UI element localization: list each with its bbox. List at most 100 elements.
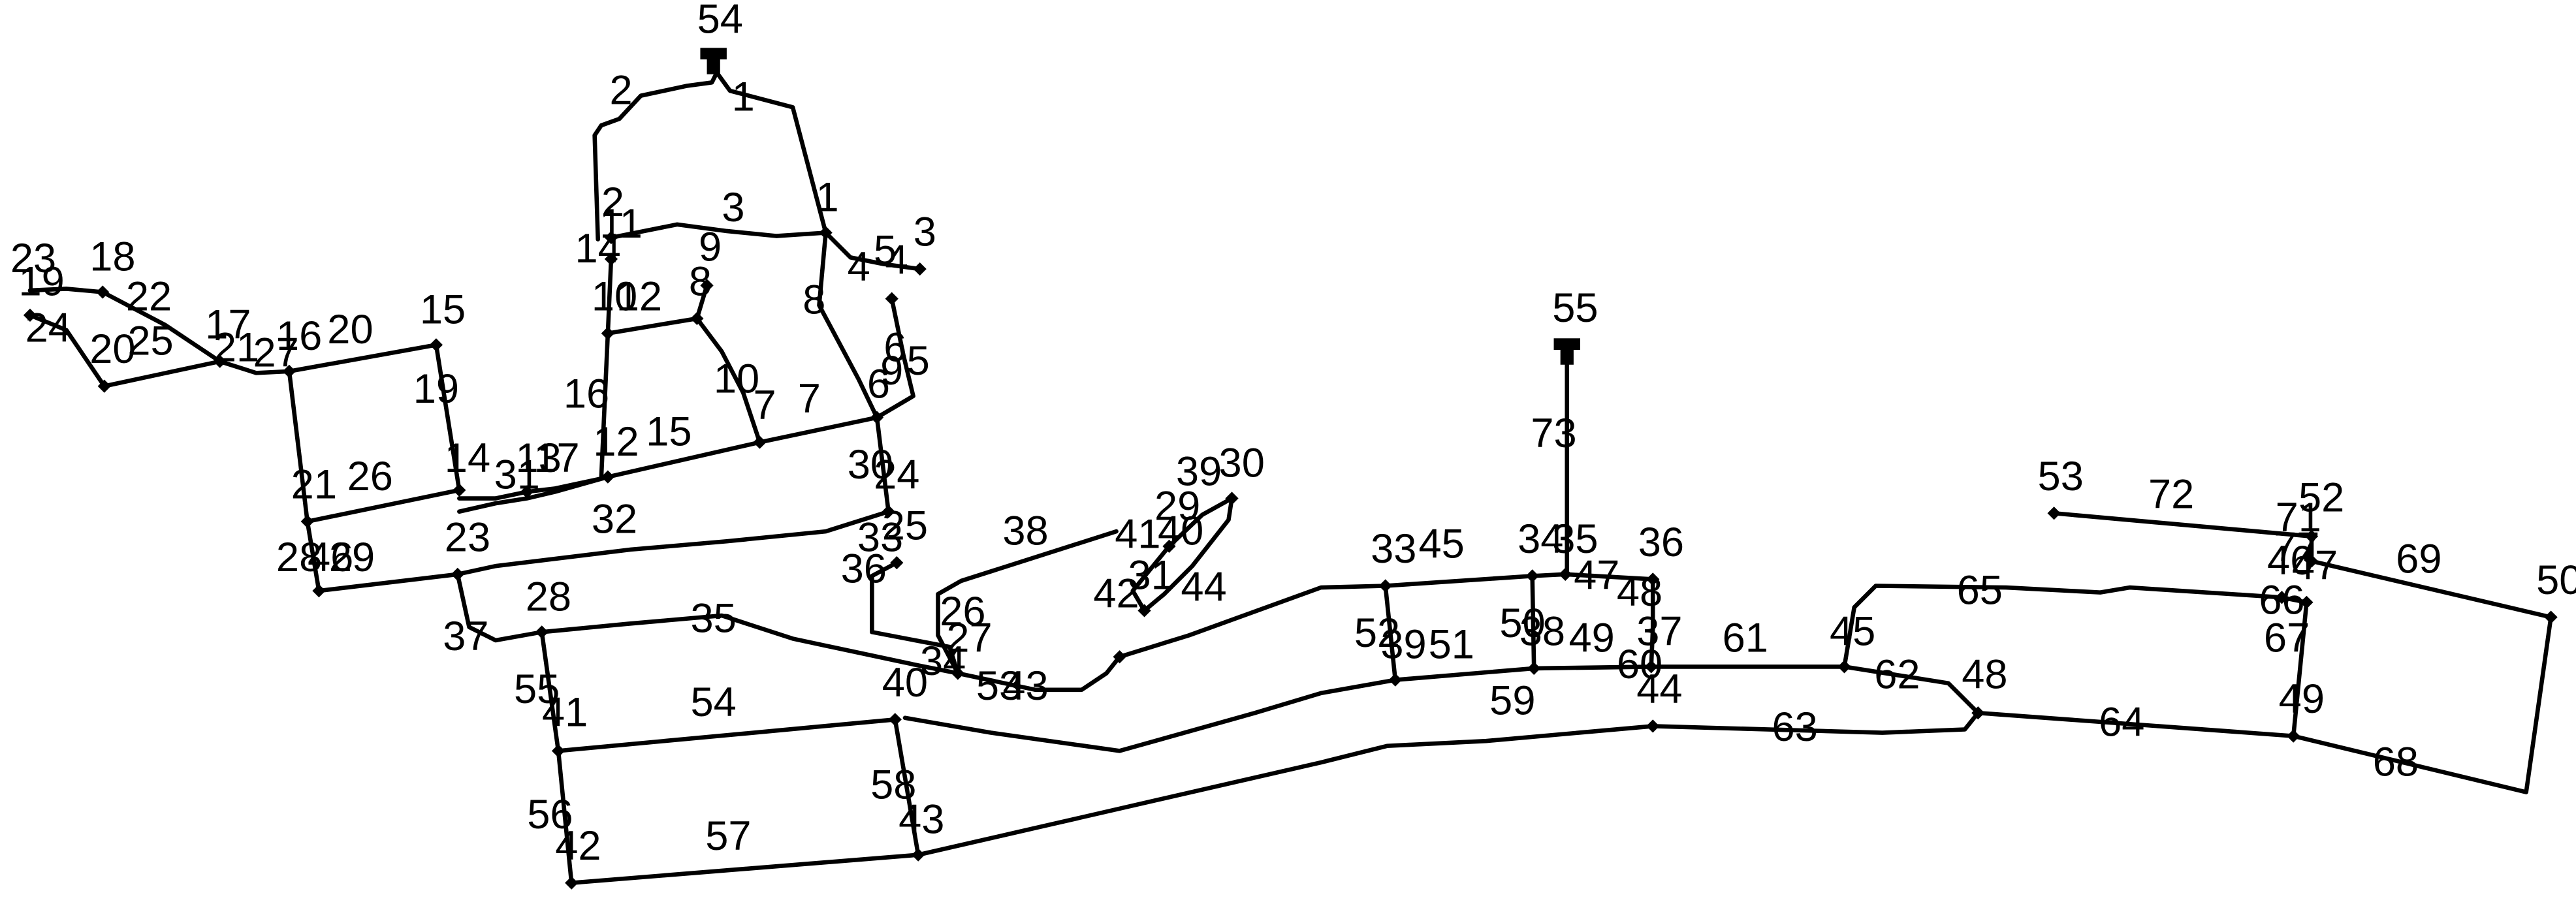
pipe-label: 34	[920, 638, 966, 684]
pipe-segment	[287, 343, 439, 374]
pipe-segment	[1383, 574, 1534, 588]
pipe-label: 72	[2148, 472, 2194, 518]
pipe-segment	[893, 717, 921, 857]
pipe-label: 43	[1002, 663, 1048, 709]
node-label: 28	[526, 574, 571, 619]
pipe-label: 49	[1569, 616, 1615, 661]
pipe-label: 28	[276, 535, 322, 580]
pipe-label: 31	[494, 452, 540, 497]
junction-node	[1378, 579, 1392, 593]
pipe-label: 14	[445, 435, 490, 481]
pipe-label: 58	[870, 762, 916, 808]
pipe-label: 47	[1574, 553, 1619, 599]
reservoir-54-icon	[700, 48, 727, 74]
pipe-segment	[902, 678, 1398, 753]
pipe-label: 40	[1158, 508, 1203, 554]
junction-node	[1388, 673, 1402, 687]
pipe-label: 48	[1617, 569, 1662, 615]
junction-node	[429, 338, 443, 352]
reservoir-label: 55	[1552, 285, 1598, 331]
pipe-label: 10	[714, 356, 759, 402]
junction-node	[913, 262, 927, 276]
junction-node	[551, 744, 565, 758]
pipe-segment	[1383, 584, 1398, 682]
pipe-label: 4	[848, 244, 870, 290]
pipe-label: 68	[2373, 739, 2419, 785]
pipe-segment	[2309, 559, 2553, 619]
junction-nodes	[23, 226, 2558, 890]
pipe-label: 67	[2264, 616, 2310, 661]
pipe-label: 24	[25, 305, 71, 351]
node-label: 12	[593, 419, 639, 465]
node-label: 39	[1380, 622, 1426, 668]
pipe-segment	[1531, 664, 1653, 671]
pipe-segment	[305, 519, 321, 593]
node-label: 37	[1636, 609, 1682, 655]
pipe-label: 38	[1002, 508, 1048, 554]
pipe-label: 27	[253, 330, 299, 375]
pipe-segment	[27, 313, 107, 388]
pipe-segment	[2052, 510, 2314, 539]
pipe-segment	[1842, 584, 2284, 669]
node-label: 52	[2298, 475, 2344, 521]
pipe-segment	[823, 230, 922, 272]
pipe-segment	[695, 283, 709, 321]
node-label: 2	[601, 180, 624, 225]
junction-node	[1527, 661, 1541, 676]
junction-node	[453, 483, 466, 497]
pipe-label: 1	[732, 74, 755, 119]
junction-node	[1113, 650, 1126, 664]
pipe-label: 46	[308, 535, 353, 580]
pipe-segment	[100, 290, 223, 364]
node-label: 45	[1830, 609, 1875, 655]
junction-node	[819, 226, 833, 240]
pipe-label: 42	[1093, 570, 1139, 616]
pipe-label: 15	[646, 409, 692, 455]
pipe-label: 7	[798, 376, 821, 422]
pipe-segment	[2291, 600, 2309, 738]
junction-node	[951, 666, 964, 680]
node-label: 8	[689, 259, 712, 305]
pipe-segment	[217, 359, 292, 375]
node-label: 7	[753, 383, 776, 428]
pipe-label: 20	[327, 307, 373, 352]
pipe-label: 77	[2274, 525, 2319, 570]
pipe-label: 2	[610, 67, 633, 113]
pipe-label: 53	[976, 663, 1022, 709]
junction-node	[520, 485, 534, 499]
node-label: 18	[89, 234, 135, 280]
junction-node	[912, 848, 925, 862]
node-label: 26	[940, 589, 985, 634]
junction-node	[690, 311, 704, 326]
pipe-label: 32	[592, 497, 637, 542]
pipe-segment	[1650, 710, 1980, 735]
pipe-label: 30	[848, 442, 893, 488]
pipe-label: 23	[445, 514, 490, 560]
pipe-segment	[102, 359, 223, 388]
pipe-label: 71	[2276, 495, 2321, 540]
node-label: 16	[276, 313, 322, 359]
pipe-segment	[455, 572, 545, 643]
pipe-label: 3	[722, 185, 744, 230]
pipe-label: 6	[883, 325, 906, 371]
junction-node	[2287, 729, 2300, 743]
junction-node	[1559, 567, 1572, 581]
pipe-label: 21	[214, 325, 259, 371]
junction-node	[1137, 604, 1151, 617]
junction-node	[2544, 610, 2558, 624]
node-label: 44	[1636, 666, 1682, 712]
pipe-segment	[695, 316, 762, 445]
pipe-segment	[592, 70, 720, 242]
node-label: 19	[19, 259, 65, 305]
pipe-segment	[305, 488, 462, 524]
junction-node	[1971, 706, 1985, 720]
junction-node	[2047, 507, 2061, 520]
pipe-label: 41	[1115, 511, 1160, 557]
junction-node	[97, 379, 111, 393]
pipe-label: 44	[1181, 564, 1226, 610]
pipe-segment	[1530, 574, 1536, 671]
reservoir-label: 54	[697, 0, 743, 42]
pipe-label: 61	[1723, 616, 1768, 661]
node-label: 17	[205, 302, 251, 347]
node-label: 20	[89, 326, 135, 372]
